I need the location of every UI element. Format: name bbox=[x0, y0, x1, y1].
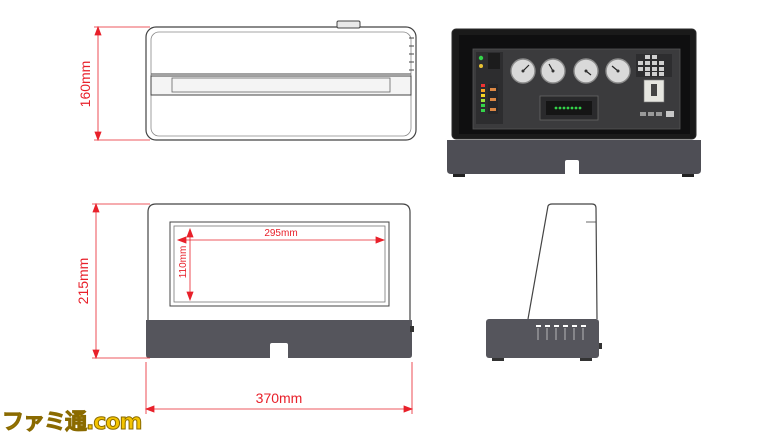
top-view-handle bbox=[336, 20, 361, 29]
keypad bbox=[636, 54, 672, 77]
device-base bbox=[447, 140, 701, 174]
top-view-screen-lip bbox=[171, 77, 391, 93]
side-view-port bbox=[599, 343, 602, 349]
dim-total-width-label: 370mm bbox=[256, 390, 303, 406]
dim-top-height bbox=[94, 25, 150, 142]
led-grid bbox=[488, 53, 500, 69]
device-photo bbox=[447, 28, 701, 177]
dim-screen-height bbox=[186, 227, 194, 302]
front-view-port bbox=[410, 326, 414, 332]
center-display-leds bbox=[554, 106, 582, 110]
keypad-keys bbox=[638, 55, 664, 76]
side-view-screen-body bbox=[527, 203, 598, 320]
dim-top-height-label: 160mm bbox=[77, 61, 93, 108]
front-view bbox=[146, 203, 414, 358]
front-view-screen bbox=[173, 225, 386, 303]
front-view-base bbox=[146, 320, 412, 358]
base-notch bbox=[565, 160, 579, 174]
side-view-vents bbox=[536, 325, 586, 327]
watermark-logo: ファミ通.com bbox=[1, 410, 142, 436]
front-view-screen-frame bbox=[169, 221, 390, 307]
small-buttons bbox=[640, 111, 674, 117]
level-meter bbox=[481, 84, 498, 114]
dim-screen-width-label: 295mm bbox=[264, 228, 297, 239]
lever bbox=[651, 84, 657, 96]
side-view-base bbox=[486, 319, 599, 358]
side-view-foot-left bbox=[492, 358, 504, 361]
dim-screen-height-label: 110mm bbox=[178, 246, 189, 279]
base-foot-left bbox=[453, 174, 465, 177]
gauge-hubs bbox=[521, 69, 620, 73]
top-view-screen-slot bbox=[150, 75, 412, 96]
dim-front-height bbox=[92, 202, 150, 360]
side-view-foot-right bbox=[580, 358, 592, 361]
top-view bbox=[145, 20, 417, 141]
side-view bbox=[486, 203, 602, 361]
dim-screen-width bbox=[176, 236, 386, 244]
top-view-side-vents bbox=[409, 37, 414, 71]
status-led-green bbox=[478, 55, 484, 61]
status-led-yellow bbox=[479, 64, 483, 68]
dim-total-width bbox=[144, 362, 414, 414]
side-view-vent-slots bbox=[537, 328, 584, 340]
dim-front-height-label: 215mm bbox=[75, 258, 91, 305]
base-foot-right bbox=[682, 174, 694, 177]
